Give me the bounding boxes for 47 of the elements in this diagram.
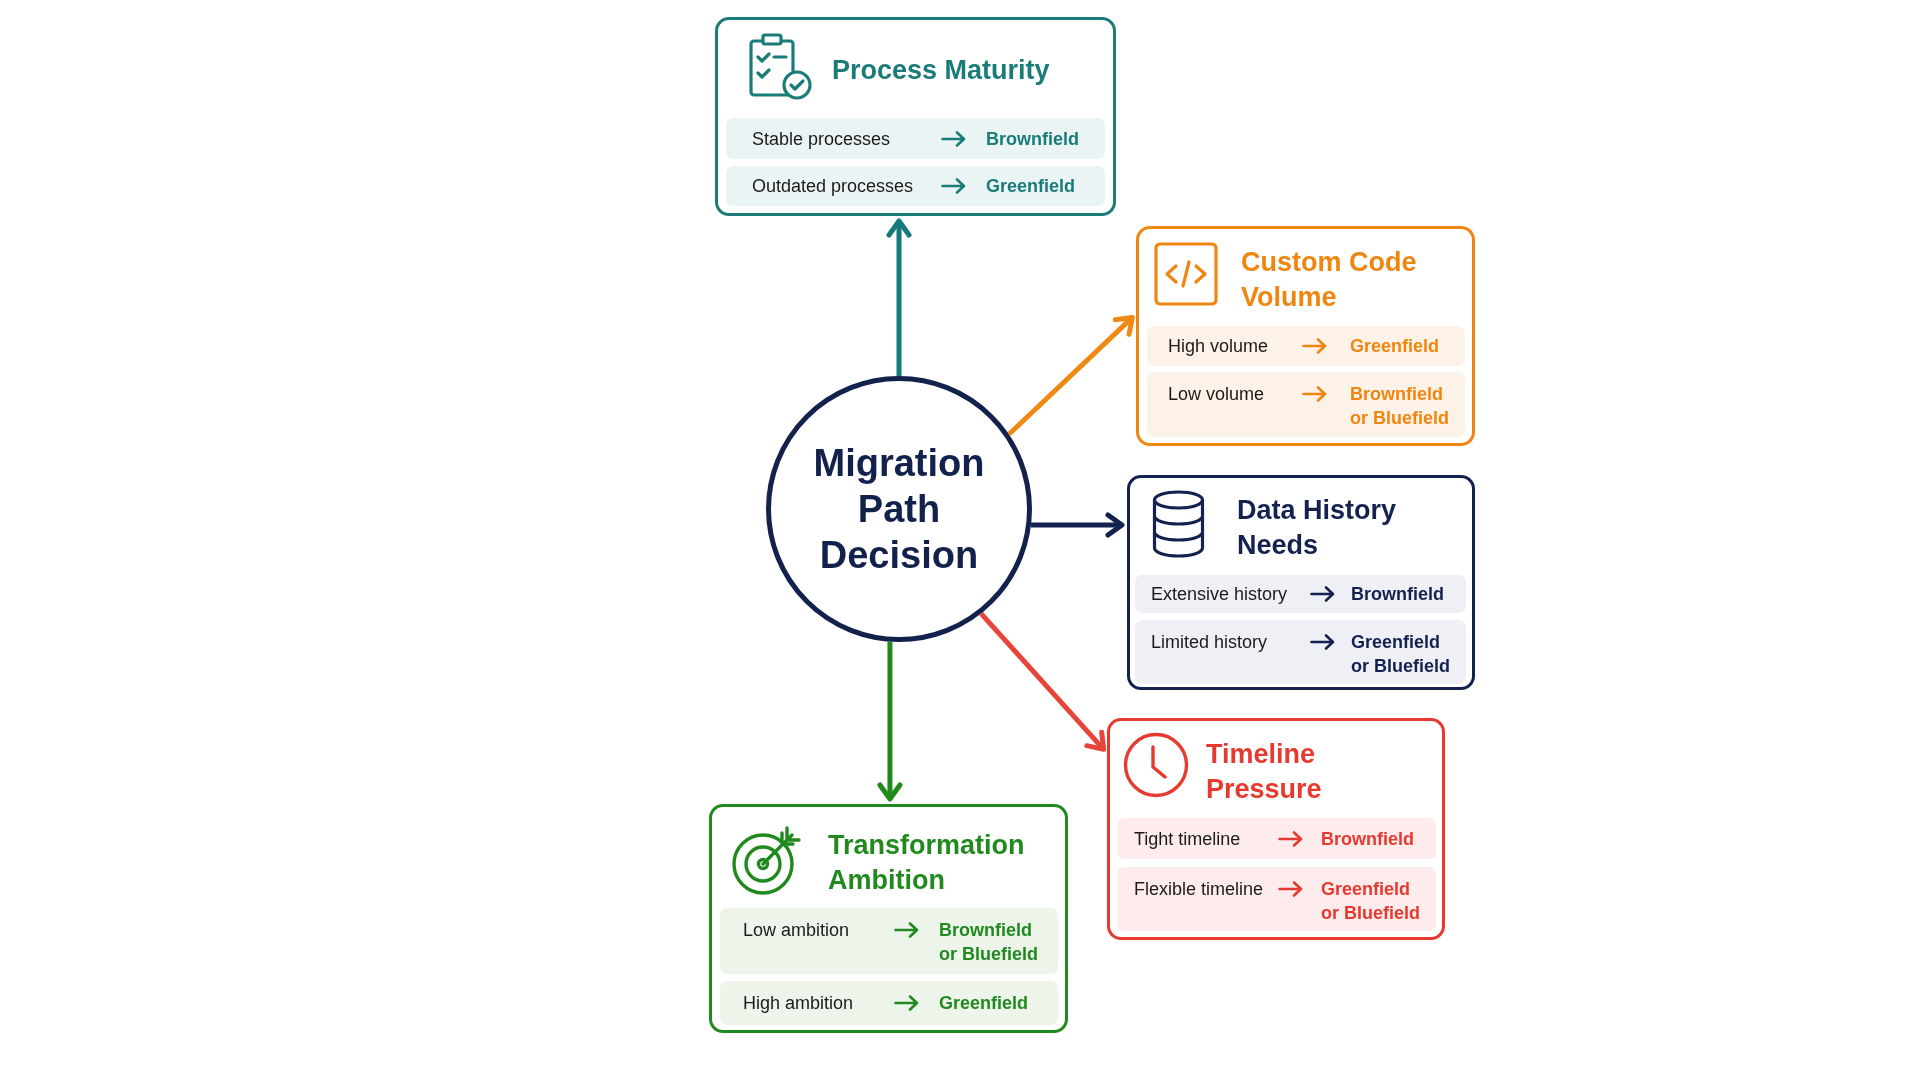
factor-card <box>1107 718 1445 940</box>
criterion-text: High ambition <box>743 992 854 1015</box>
arrow <box>979 611 1107 752</box>
outcome-text: Greenfield or Bluefield <box>1351 631 1451 678</box>
arrow <box>877 641 903 802</box>
criterion-row <box>726 166 1105 206</box>
card-title: Timeline Pressure <box>1206 738 1323 806</box>
criterion-row <box>1117 818 1436 859</box>
outcome-text: Greenfield <box>986 175 1077 198</box>
card-title: Process Maturity <box>832 54 1050 87</box>
criterion-row <box>1117 867 1436 931</box>
criterion-text: Outdated processes <box>752 175 914 198</box>
criterion-row <box>726 118 1105 159</box>
arrow <box>886 218 912 376</box>
criterion-text: Flexible timeline <box>1134 878 1264 901</box>
card-title: Transformation Ambition <box>828 829 1026 897</box>
criterion-row <box>720 981 1058 1025</box>
decision-title: Migration Path Decision <box>812 441 986 578</box>
outcome-text: Greenfield <box>939 992 1030 1015</box>
criterion-text: Stable processes <box>752 127 891 151</box>
outcome-text: Brownfield <box>986 127 1080 151</box>
card-title: Custom Code Volume <box>1241 246 1418 314</box>
criterion-text: Extensive history <box>1151 583 1288 606</box>
factor-card <box>715 17 1116 216</box>
criterion-row <box>1135 620 1466 684</box>
criterion-text: Tight timeline <box>1134 827 1241 851</box>
criterion-text: High volume <box>1168 335 1269 358</box>
outcome-text: Brownfield or Bluefield <box>939 919 1039 966</box>
outcome-text: Brownfield or Bluefield <box>1350 383 1450 430</box>
outcome-text: Greenfield <box>1350 335 1441 358</box>
criterion-row <box>720 908 1058 974</box>
criterion-row <box>1147 326 1465 366</box>
arrow <box>1007 314 1135 437</box>
factor-card <box>1136 226 1475 446</box>
factor-card <box>709 804 1068 1033</box>
criterion-row <box>1135 575 1466 613</box>
factor-card <box>1127 475 1475 690</box>
criterion-row <box>1147 372 1465 437</box>
card-title: Data History Needs <box>1237 494 1398 562</box>
criterion-text: Low volume <box>1168 383 1265 406</box>
outcome-text: Greenfield or Bluefield <box>1321 878 1421 925</box>
outcome-text: Brownfield <box>1351 583 1445 606</box>
arrow <box>1031 512 1125 538</box>
outcome-text: Brownfield <box>1321 827 1415 851</box>
criterion-text: Limited history <box>1151 631 1268 654</box>
decision-circle <box>766 376 1032 642</box>
criterion-text: Low ambition <box>743 919 850 942</box>
